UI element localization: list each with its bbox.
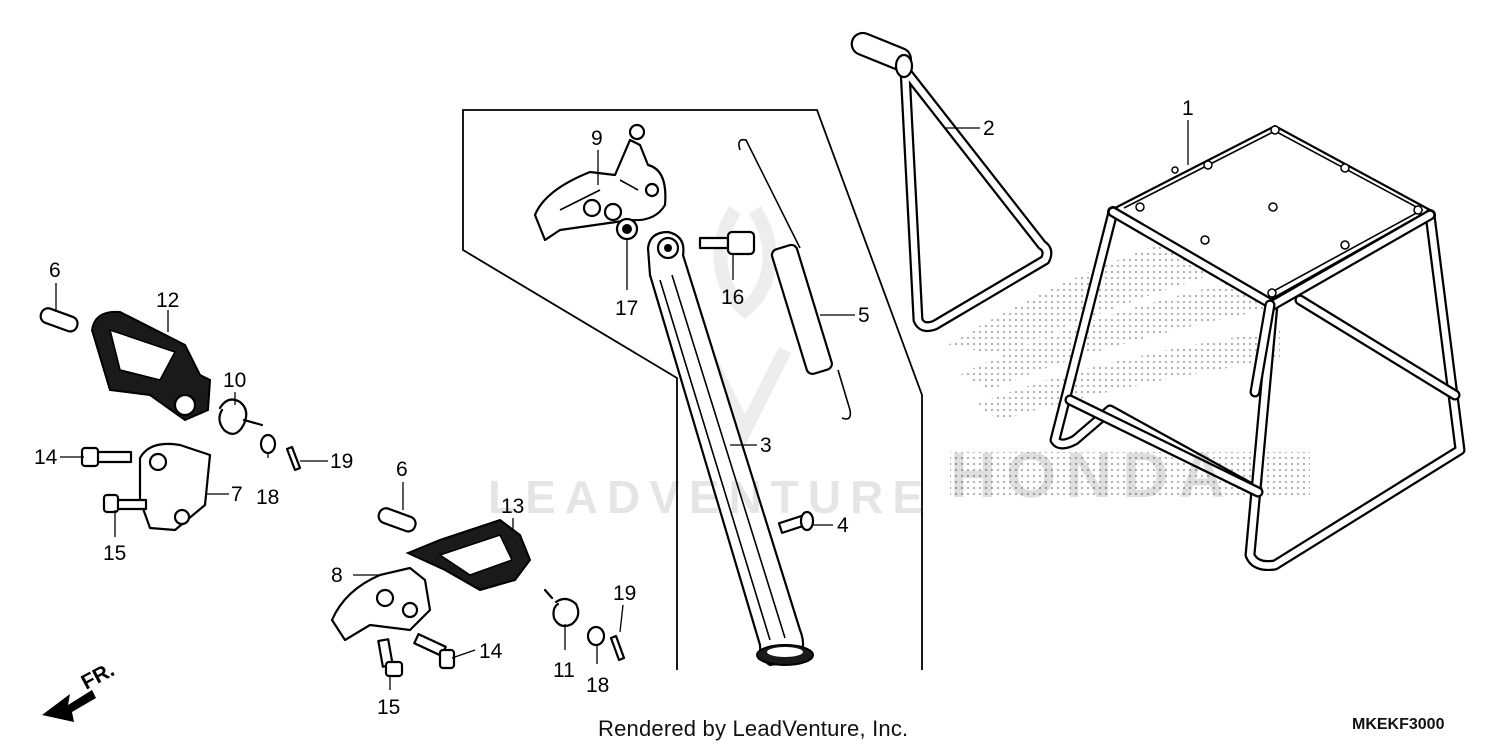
- washer-18-right: [586, 625, 606, 647]
- render-credit: Rendered by LeadVenture, Inc.: [598, 716, 909, 741]
- callout-6-left: 6: [49, 259, 61, 282]
- triangle-stand: [850, 31, 1053, 333]
- callout-9: 9: [591, 127, 603, 150]
- callout-15-left: 15: [103, 542, 126, 565]
- bolt-14-left: [80, 446, 133, 468]
- bolt-14-right: [413, 633, 456, 670]
- pin-6-left: [39, 307, 79, 333]
- washer-18-left: [259, 433, 277, 455]
- footpeg-bracket-7: [138, 442, 212, 532]
- callout-5: 5: [858, 304, 870, 327]
- callout-2: 2: [983, 117, 995, 140]
- leadventure-watermark: LEADVENTURE: [488, 471, 933, 523]
- leader-lines: [55, 120, 1189, 690]
- bolt-15-left: [102, 493, 148, 514]
- bolt-15-right: [377, 638, 404, 678]
- callout-15-right: 15: [377, 696, 400, 719]
- cotter-19-left: [285, 445, 302, 472]
- callout-19-left: 19: [330, 450, 353, 473]
- callout-1: 1: [1182, 97, 1194, 120]
- pin-6-right: [377, 507, 417, 533]
- callout-14-right: 14: [479, 640, 503, 663]
- callout-12: 12: [156, 289, 179, 312]
- work-stand-box: [1049, 124, 1466, 571]
- callout-4: 4: [837, 514, 849, 537]
- stand-spring: [738, 138, 852, 420]
- nut-17: [615, 217, 639, 241]
- brand-watermark: HONDA: [950, 439, 1235, 511]
- footpeg-right: [405, 518, 532, 592]
- direction-label: FR.: [78, 658, 119, 694]
- bolt-16: [698, 230, 756, 256]
- footpeg-bracket-8: [330, 566, 432, 642]
- side-stand: [646, 230, 814, 667]
- callout-18-right: 18: [586, 674, 609, 697]
- callout-16: 16: [721, 286, 744, 309]
- callout-7: 7: [231, 483, 243, 506]
- callout-18-left: 18: [256, 486, 279, 509]
- callout-10: 10: [223, 369, 246, 392]
- assembly-boundary: [462, 109, 923, 670]
- cotter-19-right: [609, 634, 626, 662]
- callout-6-right: 6: [396, 458, 408, 481]
- callout-14-left: 14: [34, 446, 58, 469]
- callout-3: 3: [760, 434, 772, 457]
- side-stand-bracket: [533, 123, 667, 242]
- callout-labels: 1 2 3 4 5 6 6 7 8 9 10 11 12 13 14 14 15…: [34, 97, 1194, 719]
- callout-8: 8: [331, 564, 343, 587]
- bolt-4: [777, 510, 815, 534]
- diagram-code: MKEKF3000: [1352, 716, 1445, 733]
- spring-10: [218, 398, 264, 435]
- callout-19-right: 19: [613, 582, 636, 605]
- callout-17: 17: [615, 297, 638, 320]
- front-direction-arrow: [42, 690, 96, 722]
- footpeg-left: [90, 310, 212, 422]
- spring-11: [543, 588, 580, 628]
- callout-13: 13: [501, 495, 524, 518]
- callout-11: 11: [553, 659, 575, 682]
